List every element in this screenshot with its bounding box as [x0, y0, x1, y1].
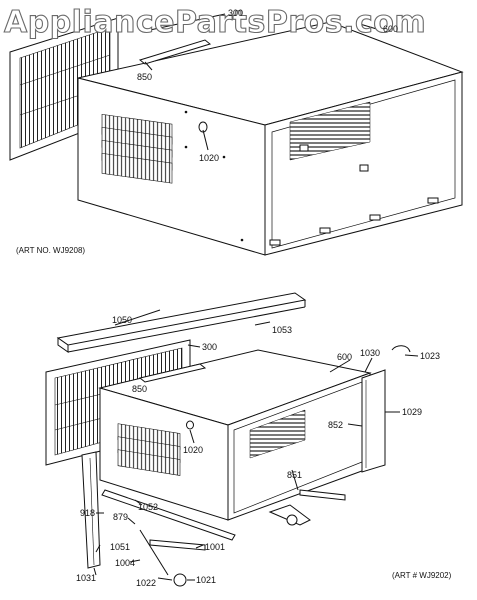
- cabinet-top: [77, 21, 464, 256]
- label-1029: 1029: [402, 407, 422, 417]
- handle-1023: [391, 345, 411, 353]
- watermark: AppliancePartsPros.com: [4, 5, 426, 40]
- label-1031: 1031: [76, 573, 96, 583]
- label-1004: 1004: [115, 558, 135, 568]
- label-1023: 1023: [420, 351, 440, 361]
- label-600-bottom: 600: [337, 352, 352, 362]
- label-850-top: 850: [137, 72, 152, 82]
- label-1050: 1050: [112, 315, 132, 325]
- label-918: 918: [80, 508, 95, 518]
- bottom-assembly: [45, 292, 419, 587]
- top-strip: [138, 39, 212, 65]
- label-300-top: 300: [228, 8, 243, 18]
- label-1021: 1021: [196, 575, 216, 585]
- art-number-bottom: (ART # WJ9202): [392, 571, 452, 580]
- support-brackets: [81, 451, 346, 587]
- label-1020-bottom: 1020: [183, 445, 203, 455]
- label-1053: 1053: [272, 325, 292, 335]
- label-1030: 1030: [360, 348, 380, 358]
- label-1052: 1052: [138, 502, 158, 512]
- cabinet-bottom: [98, 349, 372, 521]
- label-850-bottom: 850: [132, 384, 147, 394]
- top-assembly: [9, 13, 464, 256]
- label-1001: 1001: [205, 542, 225, 552]
- art-number-top: (ART NO. WJ9208): [16, 246, 85, 255]
- label-1022: 1022: [136, 578, 156, 588]
- top-rail: [56, 292, 307, 353]
- side-frame: [361, 369, 386, 473]
- label-852: 852: [328, 420, 343, 430]
- label-300-bottom: 300: [202, 342, 217, 352]
- label-879: 879: [113, 512, 128, 522]
- label-851: 851: [287, 470, 302, 480]
- label-600-top: 600: [383, 24, 398, 34]
- side-vents-top: [101, 113, 173, 184]
- label-1020-top: 1020: [199, 153, 219, 163]
- label-1051: 1051: [110, 542, 130, 552]
